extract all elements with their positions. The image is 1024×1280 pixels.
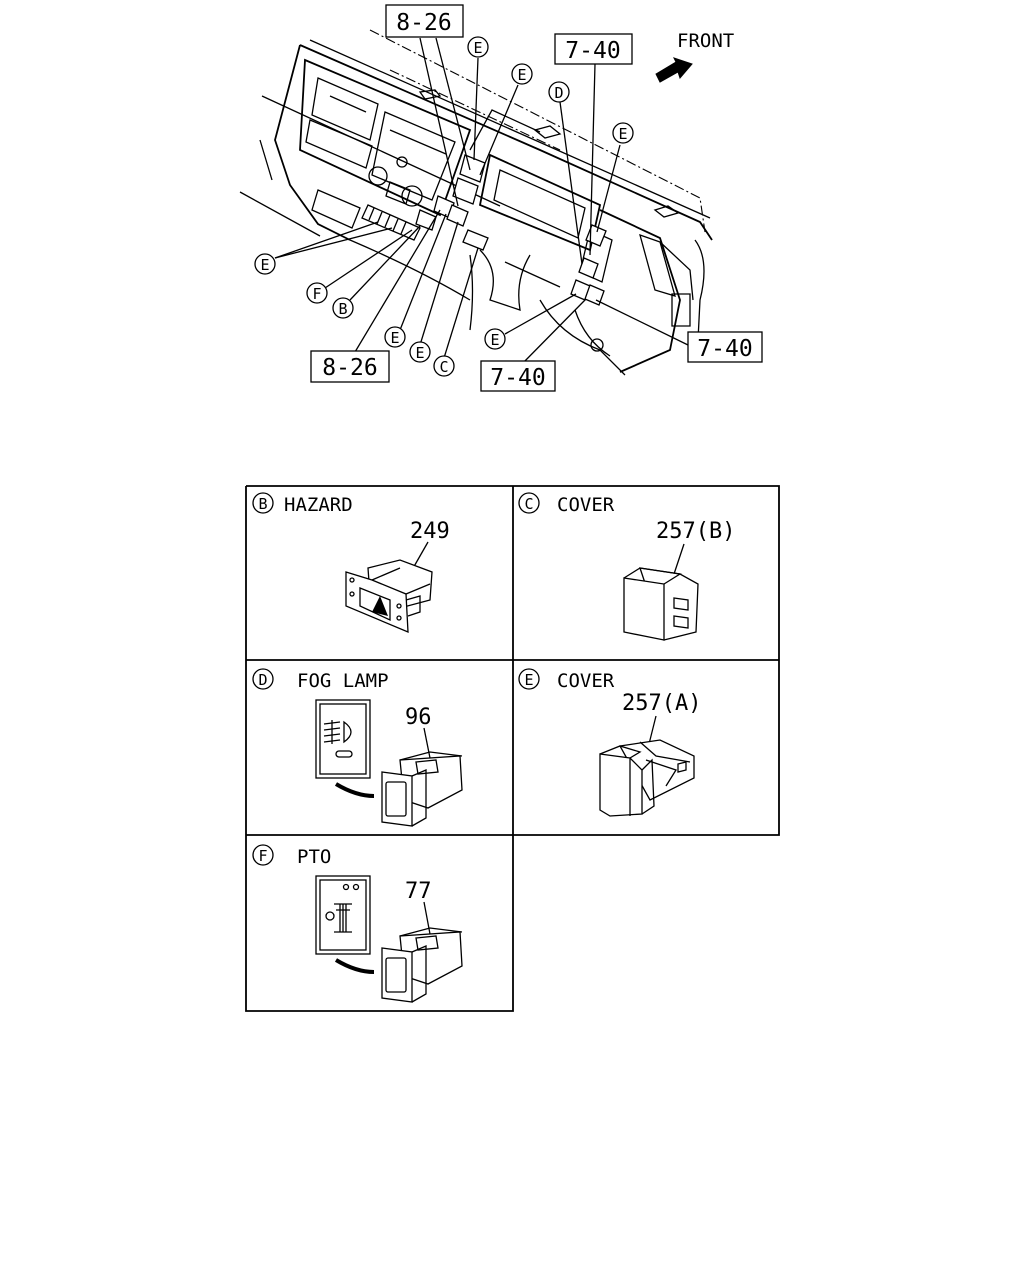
ref-box-5: 8-26 [310,350,390,383]
callout-3: D [548,81,570,103]
ref-box-2: 7-40 [554,33,633,65]
svg-text:E: E [415,344,424,362]
cell-fog-lamp: D FOG LAMP 96 [252,668,463,827]
svg-text:F: F [312,285,321,303]
ref-box-3: 7-40 [687,331,763,363]
svg-text:8-26: 8-26 [322,355,377,381]
svg-text:E: E [517,66,526,84]
svg-text:E: E [490,331,499,349]
instrument-panel-illustration [239,29,713,376]
cell-letter: C [524,495,533,513]
front-arrow: FRONT [655,30,734,83]
cover-a-drawing [599,739,695,817]
cell-name: HAZARD [284,494,353,516]
ref-box-4: 7-40 [480,360,556,392]
cell-letter-circle [518,668,540,690]
fog-lamp-switch-drawing [315,699,463,827]
callout-circles: E E D E E F B E E C E [254,36,634,377]
svg-text:7-40: 7-40 [490,365,545,391]
part-number: 249 [410,519,450,544]
cell-letter-circle [252,668,274,690]
svg-text:E: E [618,125,627,143]
parts-table: B HAZARD 249 C COVER 257(B) [245,485,780,1012]
cell-name: FOG LAMP [297,670,389,692]
callout-6: F [306,282,328,304]
part-number: 257(A) [622,691,701,716]
front-arrow-icon [655,57,693,83]
svg-text:E: E [390,329,399,347]
leader-lines [274,37,689,367]
callout-1: E [467,36,489,58]
callout-10: C [433,355,455,377]
callout-11: E [484,328,506,350]
callout-4: E [612,122,634,144]
cell-name: COVER [557,670,615,692]
callout-2: E [511,63,533,85]
cell-cover-a: E COVER 257(A) [518,668,701,817]
cell-letter: D [258,671,267,689]
cell-letter-circle [252,844,274,866]
svg-text:D: D [554,84,563,102]
svg-text:7-40: 7-40 [565,38,620,64]
ref-box-1: 8-26 [385,4,464,38]
cover-b-drawing [623,567,699,641]
cell-hazard: B HAZARD 249 [252,492,450,633]
svg-text:7-40: 7-40 [697,336,752,362]
svg-text:C: C [439,358,448,376]
part-number: 96 [405,705,432,730]
svg-text:B: B [338,300,347,318]
cell-pto: F PTO 77 [252,844,463,1003]
cell-name: PTO [297,846,331,868]
part-number: 77 [405,879,432,904]
callout-7: B [332,297,354,319]
callout-5: E [254,253,276,275]
front-label: FRONT [677,30,734,52]
part-number: 257(B) [656,519,735,544]
pto-switch-drawing [315,875,463,1003]
cell-letter: F [258,847,267,865]
callout-8: E [384,326,406,348]
cell-cover-b: C COVER 257(B) [518,492,735,641]
cell-letter-circle [252,492,274,514]
svg-text:E: E [473,39,482,57]
cell-name: COVER [557,494,615,516]
cell-letter-circle [518,492,540,514]
callout-9: E [409,341,431,363]
cell-letter: E [524,671,533,689]
hazard-switch-drawing [345,559,433,633]
svg-text:E: E [260,256,269,274]
svg-text:8-26: 8-26 [396,10,451,36]
cell-letter: B [258,495,267,513]
